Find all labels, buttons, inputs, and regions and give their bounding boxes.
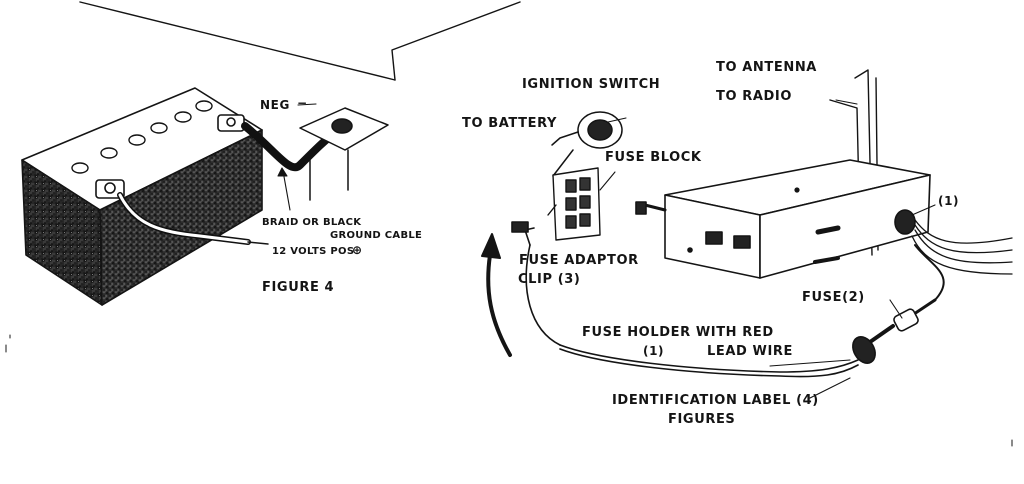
fuse-holder-label-line2: LEAD WIRE <box>707 344 794 359</box>
page-fold-lines <box>79 1 521 81</box>
chassis-ground-plate <box>299 107 389 201</box>
fuse-block <box>547 167 601 241</box>
to-radio-label: TO RADIO <box>716 89 792 104</box>
fuse-holder-label-line1: FUSE HOLDER WITH RED <box>582 325 774 340</box>
identification-label-text: IDENTIFICATION LABEL (4) <box>612 393 819 408</box>
to-battery-label: TO BATTERY <box>462 116 558 131</box>
ground-cable-label-line1: BRAID OR BLACK <box>262 217 362 228</box>
to-antenna-label: TO ANTENNA <box>716 60 817 75</box>
neg-symbol: − <box>297 96 308 110</box>
figure5-leader-lines <box>599 99 936 399</box>
cb-radio-unit <box>635 159 931 279</box>
insert-direction-arrow <box>481 233 512 357</box>
battery-illustration <box>21 87 263 306</box>
figure5-caption: FIGURES <box>668 412 736 427</box>
fuse-block-label: FUSE BLOCK <box>605 150 702 165</box>
positive-cable <box>117 192 269 245</box>
neg-label: NEG <box>260 98 290 112</box>
figure4-caption: FIGURE 4 <box>262 280 335 295</box>
scan-marks <box>5 334 1013 447</box>
fuse-holder-number: (1) <box>643 344 665 358</box>
fuse-adaptor-label-line1: FUSE ADAPTOR <box>519 253 639 268</box>
ground-cable-label-line2: GROUND CABLE <box>330 230 423 241</box>
radio-callout-1: (1) <box>938 194 960 208</box>
figure4-leader-lines <box>277 103 317 211</box>
fuse-adaptor-label-line2: CLIP (3) <box>518 272 581 287</box>
wire-harness <box>911 219 1013 275</box>
fuse-2-label: FUSE(2) <box>802 290 865 305</box>
positive-symbol: ⊕ <box>352 243 363 257</box>
positive-label: 12 VOLTS POS <box>272 246 355 257</box>
ignition-switch-label: IGNITION SWITCH <box>522 77 661 92</box>
